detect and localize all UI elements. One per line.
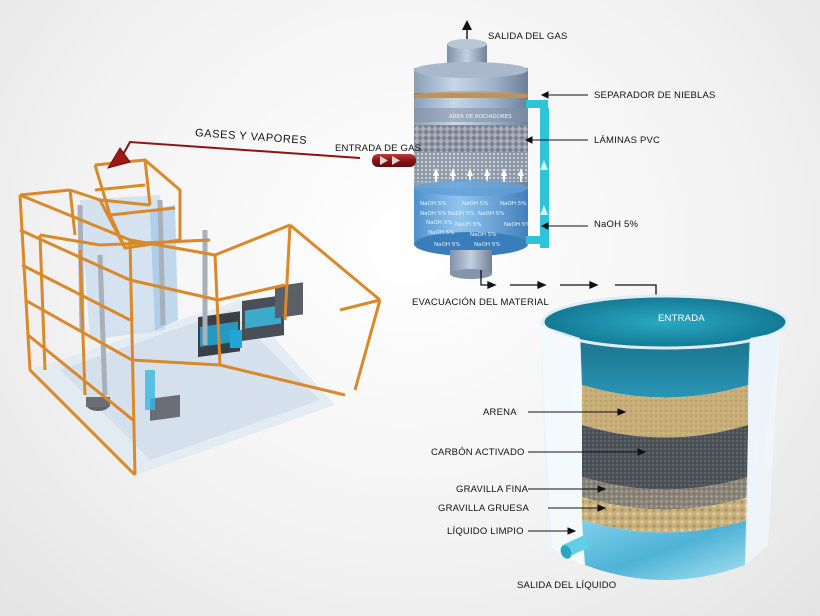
naoh-small-texts: NaOH 5% NaOH 5% NaOH 5% NaOH 5% NaOH 5% … <box>420 201 530 248</box>
salida-gas-label: SALIDA DEL GAS <box>488 31 568 42</box>
svg-text:NaOH 5%: NaOH 5% <box>474 242 500 248</box>
tower-leaders <box>524 91 588 230</box>
scrubber-tower: AREA DE ROCIADORES NaOH 5% NaOH 5% NaOH … <box>372 20 549 279</box>
svg-text:NaOH 5%: NaOH 5% <box>420 201 446 207</box>
salida-liquido-label: SALIDA DEL LÍQUIDO <box>517 580 617 591</box>
area-rociadores-text: AREA DE ROCIADORES <box>449 114 512 120</box>
arena-label: ARENA <box>483 407 517 418</box>
svg-text:NaOH 5%: NaOH 5% <box>462 201 488 207</box>
machinery <box>86 282 303 421</box>
filter-tank <box>540 294 789 580</box>
laminas-label: LÁMINAS PVC <box>594 135 661 146</box>
svg-text:NaOH 5%: NaOH 5% <box>426 220 452 226</box>
plant-structure <box>18 140 382 477</box>
svg-text:NaOH 5%: NaOH 5% <box>434 242 460 248</box>
gravilla-fina-label: GRAVILLA FINA <box>456 484 529 495</box>
svg-text:NaOH 5%: NaOH 5% <box>478 211 504 217</box>
naoh-label: NaOH 5% <box>594 219 639 230</box>
filter-leaders <box>528 408 647 535</box>
liquido-limpio-label: LÍQUIDO LIMPIO <box>447 526 524 537</box>
svg-text:NaOH 5%: NaOH 5% <box>428 230 454 236</box>
svg-text:NaOH 5%: NaOH 5% <box>455 222 481 228</box>
gas-inlet-pipe <box>372 154 416 167</box>
svg-text:NaOH 5%: NaOH 5% <box>500 201 526 207</box>
separador-label: SEPARADOR DE NIEBLAS <box>594 90 716 101</box>
svg-text:NaOH 5%: NaOH 5% <box>504 222 530 228</box>
svg-text:NaOH 5%: NaOH 5% <box>448 211 474 217</box>
entrada-gas-label: ENTRADA DE GAS <box>335 143 422 154</box>
evacuacion-label: EVACUACIÓN DEL MATERIAL <box>412 297 549 308</box>
orange-frame <box>18 158 382 477</box>
outlet-pipe <box>560 536 589 559</box>
carbon-label: CARBÓN ACTIVADO <box>431 447 525 458</box>
entrada-label: ENTRADA <box>658 313 705 324</box>
recirculation-pipe <box>526 100 549 248</box>
svg-text:NaOH 5%: NaOH 5% <box>420 211 446 217</box>
gravilla-gruesa-label: GRAVILLA GRUESA <box>438 503 529 514</box>
svg-text:NaOH 5%: NaOH 5% <box>470 232 496 238</box>
gas-duct-line <box>106 140 361 169</box>
